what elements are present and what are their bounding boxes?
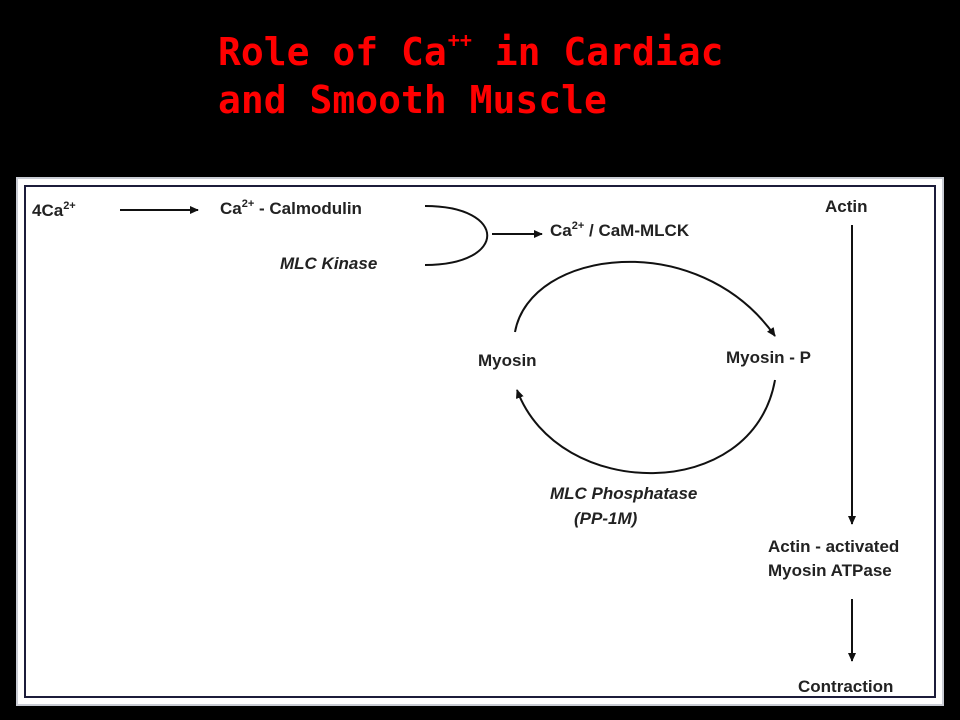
label-myosin: Myosin <box>478 351 537 370</box>
label-pp1m: (PP-1M) <box>574 509 638 528</box>
label-4ca2: 4Ca2+ <box>32 200 76 220</box>
pathway-diagram: 4Ca2+ Ca2+ - Calmodulin MLC Kinase Ca2+ … <box>32 197 899 696</box>
arrow-myosin-p-to-myosin <box>516 379 776 475</box>
slide-title-line-2: and Smooth Muscle <box>218 78 607 122</box>
label-mlc-phosphatase: MLC Phosphatase <box>550 484 697 503</box>
label-contraction: Contraction <box>798 677 893 696</box>
label-actin-activated: Actin - activated <box>768 537 899 556</box>
label-mlc-kinase: MLC Kinase <box>280 254 377 273</box>
label-ca-calmodulin: Ca2+ - Calmodulin <box>220 198 362 218</box>
label-myosin-atpase: Myosin ATPase <box>768 561 892 580</box>
title-text-cardiac: in Cardiac <box>471 30 724 74</box>
figure-frame: 4Ca2+ Ca2+ - Calmodulin MLC Kinase Ca2+ … <box>16 177 944 706</box>
title-text-ca: Role of Ca <box>218 30 447 74</box>
title-superscript: ++ <box>447 28 472 52</box>
slide-title-line-1: Role of Ca++ in Cardiac <box>218 28 938 76</box>
label-actin: Actin <box>825 197 868 216</box>
slide-title: Role of Ca++ in Cardiac and Smooth Muscl… <box>218 28 938 124</box>
merge-bracket <box>424 205 488 266</box>
figure-border <box>24 185 936 698</box>
label-ca-cam-mlck: Ca2+ / CaM-MLCK <box>550 220 690 240</box>
label-myosin-p: Myosin - P <box>726 348 811 367</box>
arrow-myosin-to-myosin-p <box>514 261 776 337</box>
